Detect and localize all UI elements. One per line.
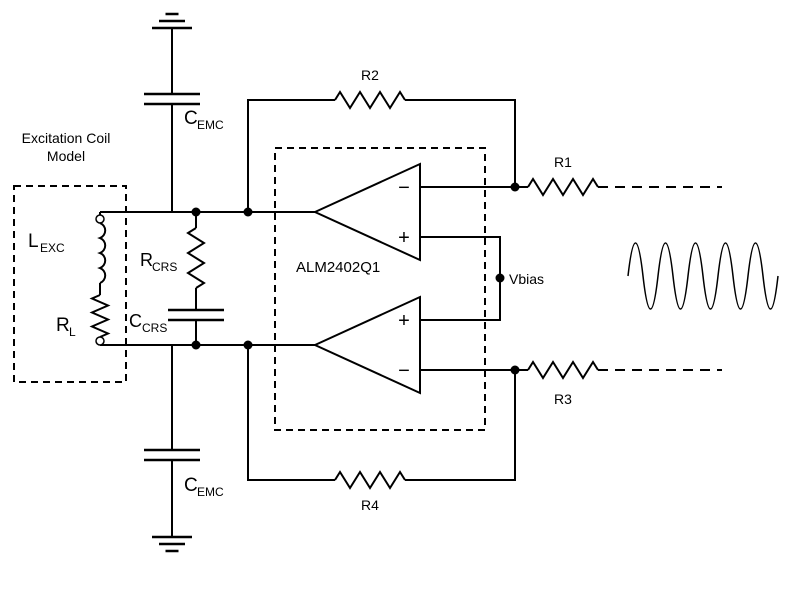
wire-r2-loop [247,99,516,212]
cemc-top-label: C [184,108,198,129]
r3-label: R3 [554,391,572,407]
vbias-label: Vbias [509,271,544,287]
capacitor-cemc-bottom-icon [144,448,200,462]
cemc-top-label-sub: EMC [197,118,224,132]
junction-bottom-feedback [243,340,253,350]
wire-vbias [420,236,501,321]
junction-top-snubber [191,207,201,217]
capacitor-cemc-top-icon [144,92,200,106]
rcrs-label: R [140,250,153,270]
junction-r3-r4 [510,365,520,375]
capacitor-ccrs-icon [168,308,224,322]
ground-bottom-icon [152,535,192,553]
excitation-coil-box [13,185,127,383]
inductor-lexc-icon [97,222,107,284]
resistor-rcrs-icon [186,227,206,289]
coil-terminal-top-icon [95,214,105,224]
resistor-r1-icon [527,177,599,197]
chip-label: ALM2402Q1 [296,259,380,276]
sine-wave-icon [627,242,779,310]
rl-label: R [56,315,70,336]
coil-model-title-line2: Model [47,148,85,164]
junction-bottom-snubber [191,340,201,350]
lexc-label: L [28,231,39,252]
resistor-rl-icon [89,294,111,338]
rl-label-sub: L [69,325,76,339]
opamp1-inverting-sign: − [398,177,410,199]
coil-model-title-line1: Excitation Coil [22,130,111,146]
opamp2-noninverting-sign: + [398,310,410,332]
r4-label: R4 [361,497,379,513]
lexc-label-sub: EXC [40,241,65,255]
wire-r4-loop [247,345,516,481]
cemc-bottom-label-sub: EMC [197,485,224,499]
opamp-bottom-icon [312,295,421,395]
ccrs-label-sub: CRS [142,321,167,335]
ccrs-label: C [129,311,142,331]
resistor-r4-icon [334,470,406,490]
opamp-top-icon [312,162,421,262]
r1-label: R1 [554,154,572,170]
rcrs-label-sub: CRS [152,260,177,274]
resistor-r3-icon [527,360,599,380]
r2-label: R2 [361,67,379,83]
junction-r1-r2 [510,182,520,192]
cemc-bottom-label: C [184,475,198,496]
ground-top-icon [152,12,192,30]
opamp2-inverting-sign: − [398,360,410,382]
opamp1-noninverting-sign: + [398,227,410,249]
coil-terminal-bottom-icon [95,336,105,346]
junction-vbias [495,273,505,283]
resistor-r2-icon [334,90,406,110]
junction-top-feedback [243,207,253,217]
alm2402q1-box [274,147,486,431]
